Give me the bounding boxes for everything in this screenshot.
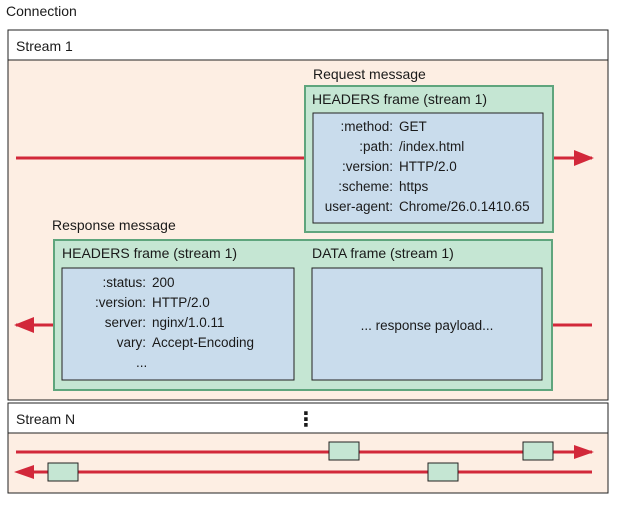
header-value: HTTP/2.0 bbox=[152, 295, 210, 310]
request-headers-block bbox=[312, 112, 544, 224]
header-value: Chrome/26.0.1410.65 bbox=[399, 199, 530, 214]
stream-n-incoming-arrowhead-icon bbox=[14, 465, 34, 479]
stream-n-frame bbox=[47, 462, 79, 482]
stream-n-body bbox=[7, 432, 609, 494]
stream-1-header bbox=[7, 29, 609, 61]
header-value: GET bbox=[399, 119, 427, 134]
header-value: nginx/1.0.11 bbox=[152, 315, 225, 330]
response-arrowhead-icon bbox=[14, 317, 34, 333]
header-value: HTTP/2.0 bbox=[399, 159, 457, 174]
response-headers-block bbox=[61, 267, 295, 381]
stream-n-frame bbox=[328, 441, 360, 461]
header-key: server: bbox=[105, 315, 146, 330]
stream-n-ellipsis: ⋮ bbox=[296, 407, 316, 431]
stream-n-label: Stream N bbox=[16, 411, 75, 427]
header-value: 200 bbox=[152, 275, 175, 290]
request-caption: Request message bbox=[313, 66, 426, 82]
header-key: :method: bbox=[340, 119, 393, 134]
connection-label: Connection bbox=[6, 3, 77, 19]
header-value: https bbox=[399, 179, 429, 194]
header-value: /index.html bbox=[399, 139, 464, 154]
header-key: :version: bbox=[342, 159, 393, 174]
response-payload-block bbox=[311, 267, 543, 381]
stream-n-header bbox=[7, 402, 609, 434]
response-headers-list: :status: 200 :version: HTTP/2.0 server: nginx… bbox=[95, 275, 254, 370]
header-key: user-agent: bbox=[325, 199, 393, 214]
header-key: :status: bbox=[102, 275, 146, 290]
header-value: Accept-Encoding bbox=[152, 335, 254, 350]
header-key: :version: bbox=[95, 295, 146, 310]
request-headers-list: :method: GET :path: /index.html :version: HTT… bbox=[325, 119, 530, 214]
header-value: ... bbox=[136, 355, 147, 370]
stream-1-label: Stream 1 bbox=[16, 38, 73, 54]
response-data-frame-title: DATA frame (stream 1) bbox=[312, 245, 454, 261]
header-key: :scheme: bbox=[338, 179, 393, 194]
request-frame-title: HEADERS frame (stream 1) bbox=[312, 91, 487, 107]
header-key: :path: bbox=[359, 139, 393, 154]
stream-n-frame bbox=[427, 462, 459, 482]
response-payload-text: ... response payload... bbox=[361, 318, 494, 333]
stream-n-outgoing-arrowhead-icon bbox=[574, 445, 594, 459]
header-key: vary: bbox=[117, 335, 146, 350]
request-arrowhead-icon bbox=[574, 150, 594, 166]
response-caption: Response message bbox=[52, 217, 176, 233]
stream-n-frame bbox=[522, 441, 554, 461]
response-headers-frame-title: HEADERS frame (stream 1) bbox=[62, 245, 237, 261]
